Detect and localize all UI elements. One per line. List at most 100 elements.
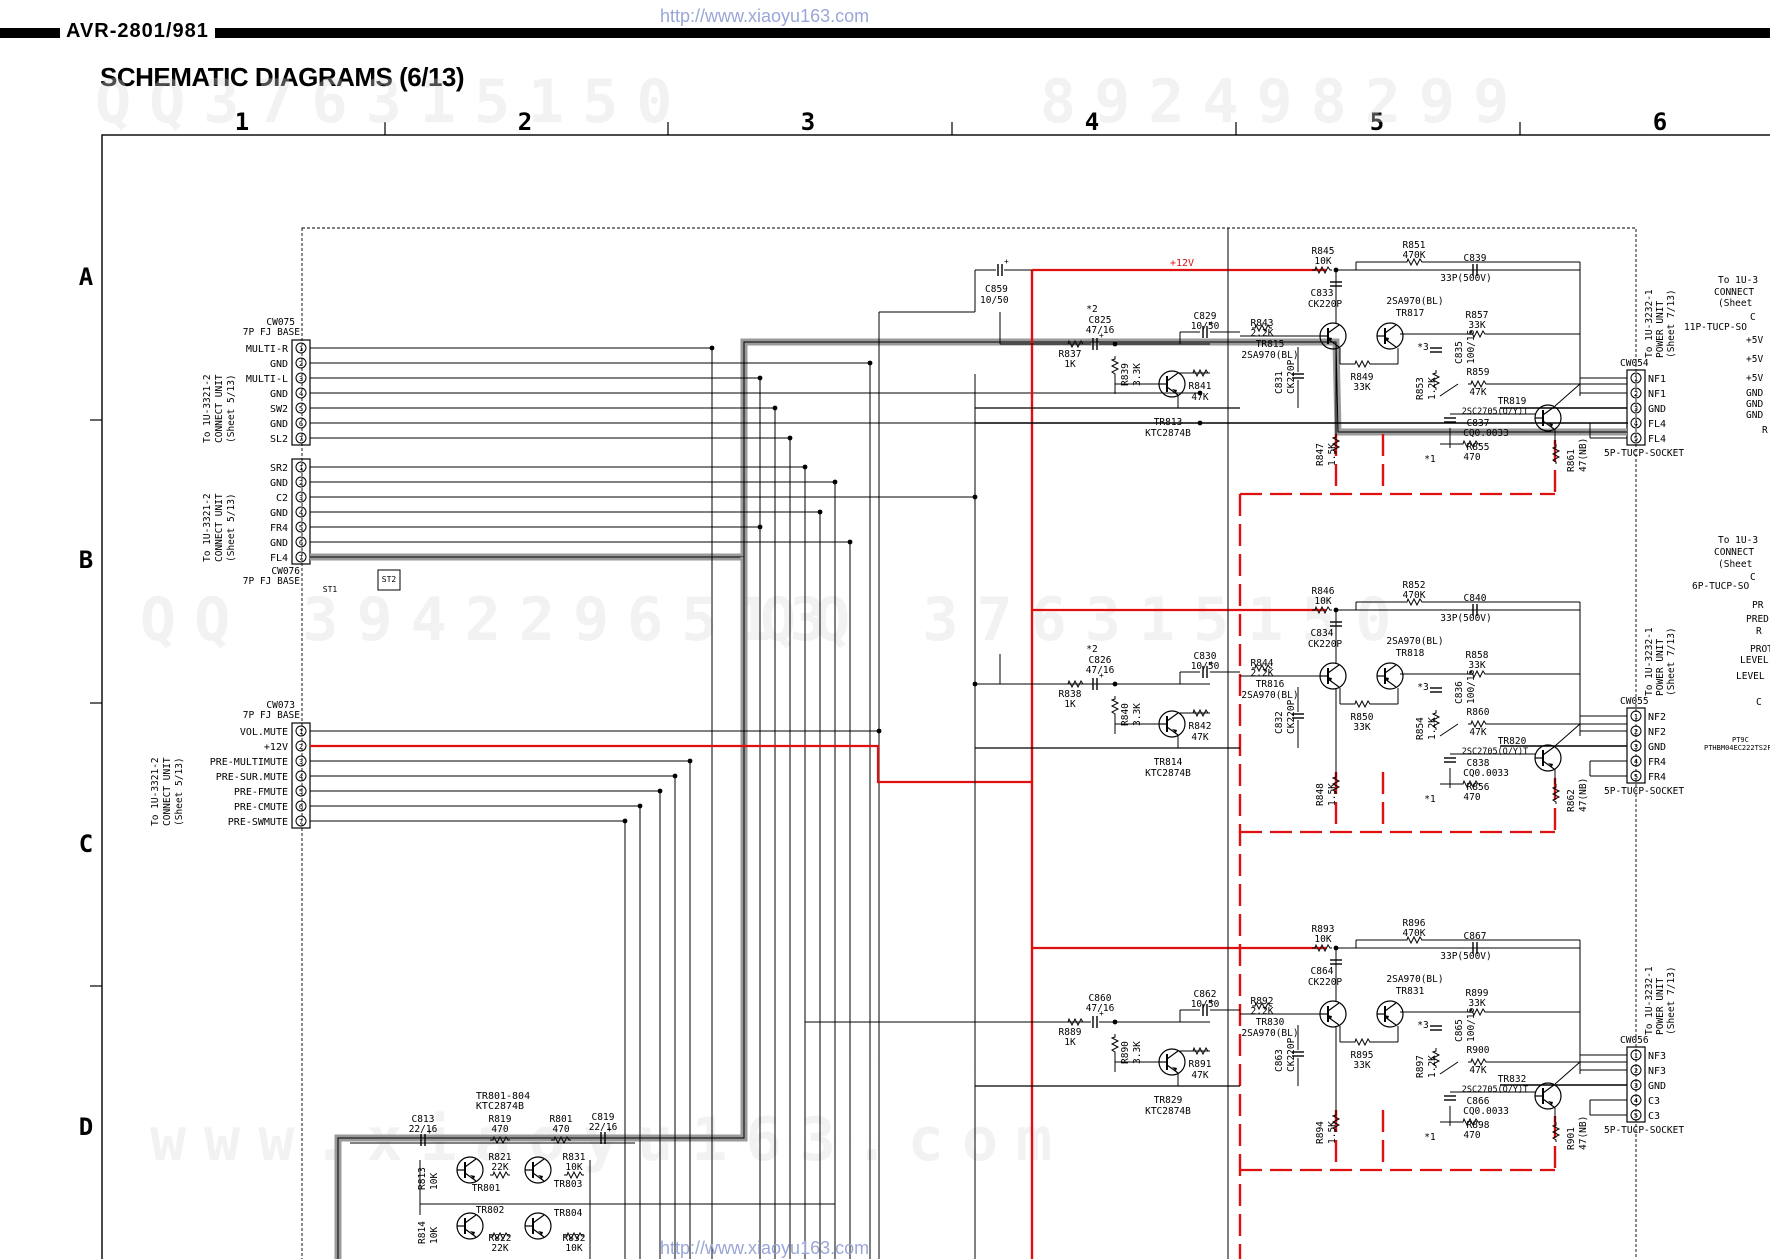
part-value: 1K — [1064, 359, 1076, 370]
part-value: 470 — [491, 1124, 508, 1135]
part-ref: TR832 — [1498, 1074, 1527, 1085]
note-mark: *1 — [1424, 454, 1436, 465]
part-ref: R832 — [563, 1233, 586, 1244]
wire — [849, 1061, 1629, 1089]
transistor-collector — [464, 1158, 477, 1168]
right-edge-label: R — [1756, 626, 1762, 637]
pin-label: SW2 — [270, 404, 288, 415]
header-bar — [0, 28, 1770, 38]
transistor-emitter — [1166, 386, 1179, 396]
resistor-r889 — [1065, 1017, 1085, 1027]
part-value: 3.3K — [1132, 703, 1143, 726]
part-ref: C865 — [1454, 1019, 1465, 1042]
part-value: 33P(500V) — [1440, 273, 1491, 284]
pin-number: 5 — [299, 405, 303, 413]
connector-pin — [1630, 372, 1642, 384]
pin-label: PRE-CMUTE — [234, 802, 288, 813]
pin-number: 2 — [299, 743, 303, 751]
transistor-emitter — [1542, 420, 1555, 430]
part-ref: TR817 — [1396, 308, 1425, 319]
pin-label: GND — [1648, 404, 1666, 415]
part-ref: TR816 — [1256, 679, 1285, 690]
watermark-text: QQ 3942296513 — [140, 585, 844, 655]
part-value: 2SA970(BL) — [1386, 296, 1443, 307]
part-ref: R856 — [1467, 782, 1490, 793]
part-value: CK220P — [1308, 977, 1343, 988]
connector-pin — [1630, 417, 1642, 429]
resistor-r849 — [1352, 359, 1372, 369]
resistor-r895 — [1352, 1037, 1372, 1047]
pin-number: 1 — [299, 464, 303, 472]
signal-bus-core — [337, 557, 745, 1259]
part-value: 3.3K — [1132, 363, 1143, 386]
part-ref: R859 — [1467, 367, 1490, 378]
note-mark: *1 — [1424, 794, 1436, 805]
part-ref: R851 — [1403, 240, 1426, 251]
transistor-arrow — [470, 1231, 475, 1235]
part-value: 10K — [429, 1227, 440, 1244]
pin-label: GND — [1648, 1081, 1666, 1092]
part-value: 470K — [1403, 250, 1426, 261]
connector-destination: (Sheet 5/13) — [226, 493, 237, 562]
connector-destination: To 1U-3321-2 — [202, 493, 213, 562]
part-value: 47(NB) — [1578, 1116, 1589, 1150]
pin-label: GND — [270, 389, 288, 400]
pin-number: 7 — [299, 435, 303, 443]
part-ref: R899 — [1466, 988, 1489, 999]
resistor-r840 — [1110, 696, 1120, 716]
part-value: 2SC2705(O/Y)T — [1462, 747, 1529, 757]
part-value: 10/50 — [980, 295, 1009, 306]
part-ref: C859 — [985, 284, 1008, 295]
connector-pin — [1630, 1049, 1642, 1061]
connector-cw073: 1VOL.MUTE2+12V3PRE-MULTIMUTE4PRE-SUR.MUT… — [210, 722, 311, 829]
part-value: 33K — [1468, 320, 1485, 331]
connector-pin — [295, 536, 307, 548]
part-value: 33K — [1353, 1060, 1370, 1071]
right-edge-label: To 1U-3 — [1718, 275, 1758, 286]
grid-column-1: 1 — [235, 108, 249, 136]
transistor-tr816 — [1319, 662, 1347, 690]
transistor-emitter — [1542, 1098, 1555, 1108]
transistor-emitter — [1327, 1016, 1340, 1026]
part-value: KTC2874B — [1145, 428, 1191, 439]
pin-label: FL4 — [1648, 419, 1666, 430]
part-value: CQ0.0033 — [1463, 768, 1509, 779]
transistor-emitter — [464, 1228, 477, 1238]
part-ref: R845 — [1312, 246, 1335, 257]
connector-pin — [295, 800, 307, 812]
pin-number: 7 — [299, 818, 303, 826]
pin-number: 7 — [299, 554, 303, 562]
connector-destination: POWER UNIT — [1655, 301, 1666, 358]
resistor-r856 — [1460, 779, 1480, 789]
part-value: 2SA970(BL) — [1241, 1028, 1298, 1039]
part-value: 47K — [1469, 1065, 1486, 1076]
junction-dot — [622, 818, 628, 824]
part-ref: R838 — [1059, 689, 1082, 700]
pin-label: NF2 — [1648, 727, 1666, 738]
part-ref: R895 — [1351, 1050, 1374, 1061]
pin-label: C2 — [276, 493, 288, 504]
resistor-r897 — [1431, 1048, 1441, 1068]
polarity-mark: + — [1209, 659, 1214, 668]
wire — [1439, 383, 1459, 397]
pin-label: FL4 — [270, 553, 288, 564]
part-value: KTC2874B — [476, 1101, 524, 1112]
connector-destination: POWER UNIT — [1655, 639, 1666, 696]
part-value: 2SC2705(O/Y)T — [1462, 1085, 1529, 1095]
connector-pin — [295, 725, 307, 737]
resistor-r892 — [1252, 1001, 1272, 1011]
part-value: 1.2K — [1427, 1055, 1438, 1078]
pin-label: SL2 — [270, 434, 288, 445]
pin-number: 5 — [299, 524, 303, 532]
part-ref: R813 — [417, 1167, 428, 1190]
transistor-emitter — [1384, 1016, 1397, 1026]
pin-number: 3 — [1634, 743, 1638, 751]
transistor-emitter — [1327, 338, 1340, 348]
right-edge-label: C — [1750, 312, 1756, 323]
pin-label: GND — [1648, 742, 1666, 753]
junction-dot — [972, 681, 978, 687]
connector-pin — [295, 417, 307, 429]
junction-dot — [1197, 390, 1203, 396]
grid-column-4: 4 — [1085, 108, 1099, 136]
